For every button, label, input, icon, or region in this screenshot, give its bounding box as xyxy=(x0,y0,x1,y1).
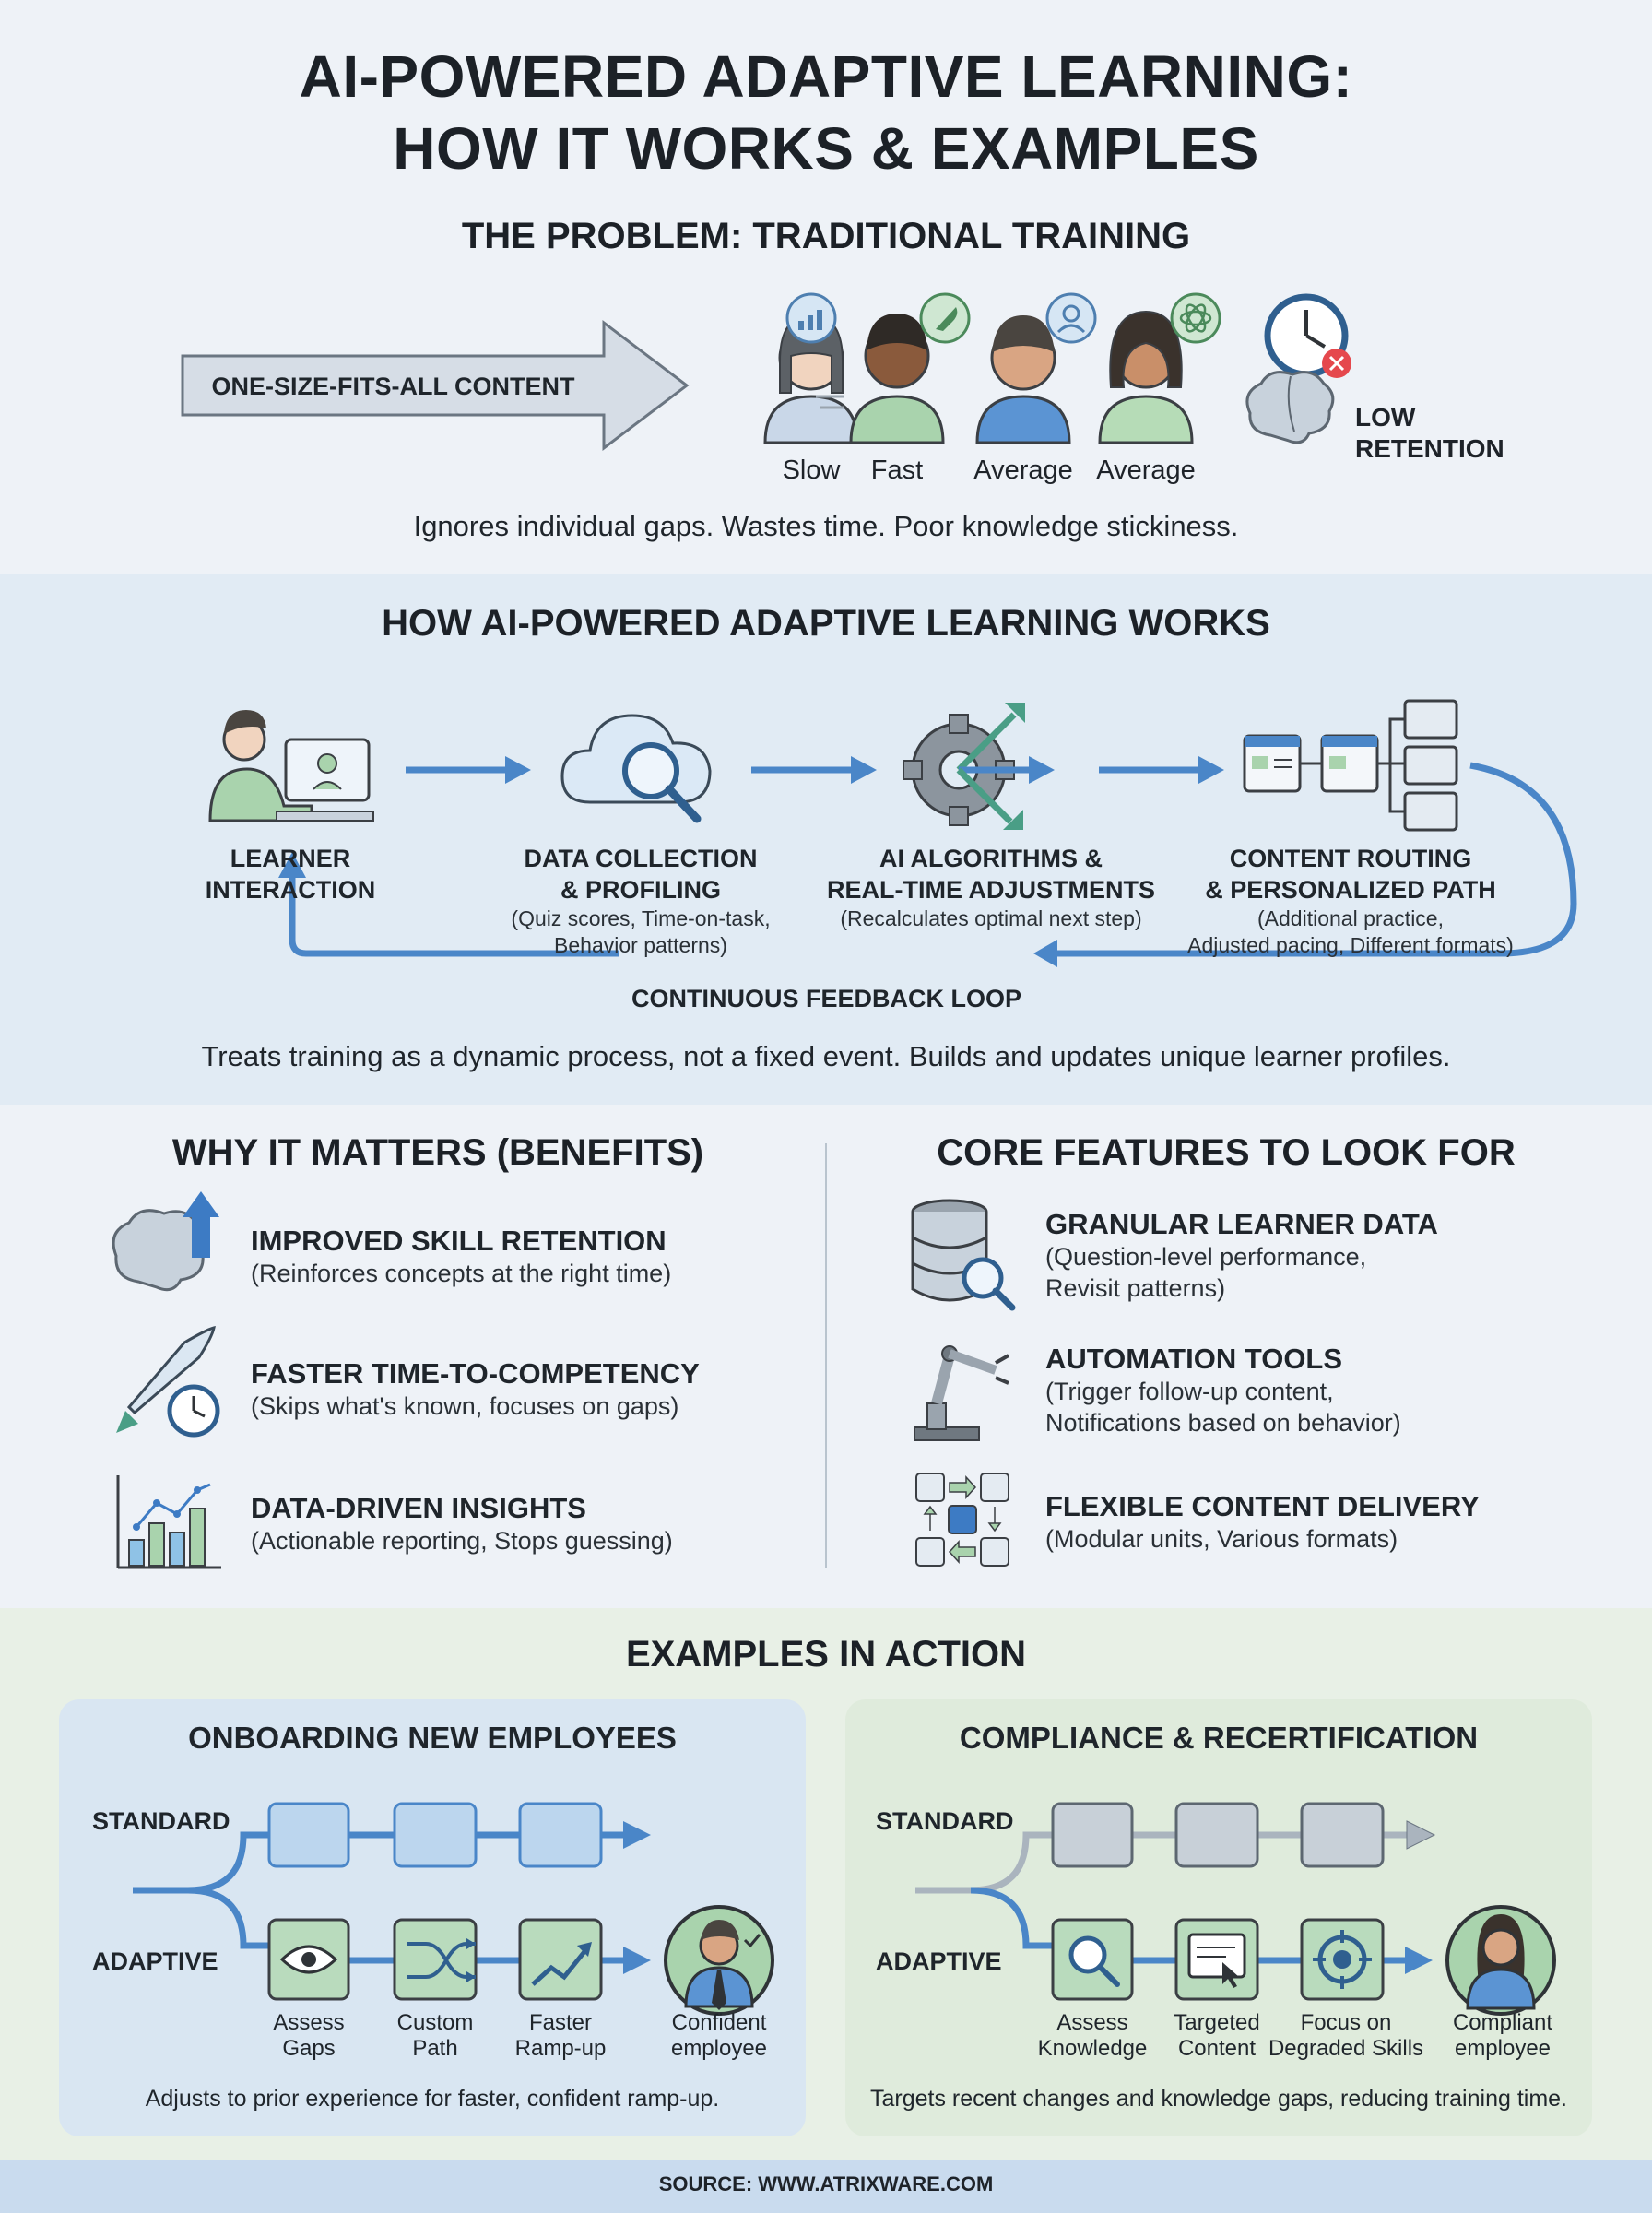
compliant-employee-avatar xyxy=(1446,1905,1556,2016)
step-ai-algorithms: AI ALGORITHMS & REAL-TIME ADJUSTMENTS (R… xyxy=(827,845,1155,930)
learner-average-avatar xyxy=(975,315,1071,444)
feature-item-granular-data: GRANULAR LEARNER DATA (Question-level pe… xyxy=(1045,1208,1438,1302)
onboarding-branch-lines xyxy=(133,1821,651,1974)
feature-item-flexible-delivery: FLEXIBLE CONTENT DELIVERY (Modular units… xyxy=(1045,1490,1480,1553)
chart-badge-icon xyxy=(785,292,837,344)
brain-up-arrow-icon xyxy=(112,1191,219,1292)
step-learner-interaction: LEARNER INTERACTION xyxy=(205,845,376,904)
compliance-branch-lines xyxy=(915,1820,1436,1974)
feedback-loop-arrow-icon xyxy=(278,762,1577,967)
how-heading: HOW AI-POWERED ADAPTIVE LEARNING WORKS xyxy=(382,603,1270,644)
learner-fast-avatar xyxy=(816,314,945,444)
footer-band xyxy=(0,2160,1652,2213)
flow-arrow-icon-2 xyxy=(751,756,877,784)
examples-heading: EXAMPLES IN ACTION xyxy=(625,1634,1027,1675)
benefits-heading: WHY IT MATTERS (BENEFITS) xyxy=(171,1132,704,1173)
modular-blocks-icon xyxy=(915,1473,1009,1567)
onboarding-adaptive-label: ADAPTIVE xyxy=(92,1947,218,1975)
feature-item-automation: AUTOMATION TOOLS (Trigger follow-up cont… xyxy=(1045,1343,1401,1437)
trend-up-icon xyxy=(518,1918,603,2001)
compliance-adaptive-label: ADAPTIVE xyxy=(876,1947,1002,1975)
compliance-title: COMPLIANCE & RECERTIFICATION xyxy=(959,1721,1479,1755)
learner-label-slow: Slow xyxy=(782,456,841,485)
robot-arm-icon xyxy=(914,1345,1009,1441)
bar-chart-icon xyxy=(116,1475,221,1569)
confident-employee-avatar xyxy=(664,1905,774,2016)
how-flow-diagram xyxy=(208,699,1577,967)
compliance-caption: Targets recent changes and knowledge gap… xyxy=(869,2086,1568,2112)
onboarding-card xyxy=(59,1699,806,2136)
learner-label-average-2: Average xyxy=(1096,456,1196,485)
column-divider xyxy=(825,1143,827,1568)
benefit-item-competency: FASTER TIME-TO-COMPETENCY (Skips what's … xyxy=(251,1357,700,1420)
content-routing-icon xyxy=(1243,699,1458,832)
flow-arrow-icon-3 xyxy=(1099,756,1224,784)
feedback-loop-label: CONTINUOUS FEEDBACK LOOP xyxy=(631,985,1021,1012)
rocket-badge-icon xyxy=(919,292,971,344)
features-heading: CORE FEATURES TO LOOK FOR xyxy=(937,1132,1516,1173)
targeted-content-icon xyxy=(1174,1918,1259,2001)
target-icon xyxy=(1300,1918,1385,2001)
gear-arrows-icon xyxy=(903,703,1055,830)
onboarding-outcome: Confident employee xyxy=(670,2010,768,2061)
user-badge-icon xyxy=(1045,292,1097,344)
source-credit: SOURCE: WWW.ATRIXWARE.COM xyxy=(658,2172,994,2195)
onboarding-standard-step-3 xyxy=(518,1802,603,1868)
database-search-icon xyxy=(911,1199,1016,1311)
onboarding-caption: Adjusts to prior experience for faster, … xyxy=(145,2086,720,2112)
shuffle-icon xyxy=(393,1918,478,2001)
onboarding-standard-step-1 xyxy=(267,1802,350,1868)
compliance-outcome: Compliant employee xyxy=(1452,2010,1553,2061)
compliance-step-assess: Assess Knowledge xyxy=(1037,2010,1148,2061)
problem-illustration xyxy=(181,292,1351,452)
benefit-feature-icons xyxy=(112,1191,1016,1569)
benefit-item-retention: IMPROVED SKILL RETENTION (Reinforces con… xyxy=(251,1225,672,1287)
page-title: AI-POWERED ADAPTIVE LEARNING: HOW IT WOR… xyxy=(299,43,1353,182)
onboarding-step-custom: Custom Path xyxy=(396,2010,474,2061)
one-size-arrow-label: ONE-SIZE-FITS-ALL CONTENT xyxy=(211,373,575,400)
atom-badge-icon xyxy=(1170,292,1221,344)
benefit-item-insights: DATA-DRIVEN INSIGHTS (Actionable reporti… xyxy=(251,1492,673,1555)
rocket-clock-icon xyxy=(116,1325,220,1438)
problem-heading: THE PROBLEM: TRADITIONAL TRAINING xyxy=(461,216,1191,256)
brain-icon xyxy=(1245,371,1335,444)
compliance-standard-step-1 xyxy=(1051,1802,1134,1868)
step-data-collection: DATA COLLECTION & PROFILING (Quiz scores… xyxy=(511,845,771,957)
flow-arrow-icon xyxy=(406,756,531,784)
learner-computer-icon xyxy=(208,710,374,822)
compliance-standard-step-3 xyxy=(1300,1802,1385,1868)
how-summary: Treats training as a dynamic process, no… xyxy=(201,1040,1451,1072)
problem-summary: Ignores individual gaps. Wastes time. Po… xyxy=(413,510,1239,542)
learner-label-average: Average xyxy=(974,456,1073,485)
step-content-routing: CONTENT ROUTING & PERSONALIZED PATH (Add… xyxy=(1187,845,1514,957)
compliance-step-targeted: Targeted Content xyxy=(1174,2010,1260,2061)
learner-label-fast: Fast xyxy=(870,456,924,485)
clock-alert-icon xyxy=(1264,293,1351,378)
onboarding-step-faster: Faster Ramp-up xyxy=(514,2010,607,2061)
compliance-standard-step-2 xyxy=(1174,1802,1259,1868)
compliance-step-focus: Focus on Degraded Skills xyxy=(1268,2010,1424,2061)
learner-labels: Slow Fast Average Average xyxy=(710,456,1226,492)
onboarding-standard-label: STANDARD xyxy=(92,1807,230,1835)
onboarding-standard-step-2 xyxy=(393,1802,478,1868)
how-band xyxy=(0,574,1652,1105)
onboarding-step-assess: Assess Gaps xyxy=(273,2010,345,2061)
examples-path-diagram xyxy=(133,1802,1556,2016)
one-size-arrow-icon xyxy=(181,319,690,452)
compliance-standard-label: STANDARD xyxy=(876,1807,1014,1835)
onboarding-title: ONBOARDING NEW EMPLOYEES xyxy=(188,1721,677,1755)
low-retention-label: LOW RETENTION xyxy=(1355,403,1504,463)
eye-icon xyxy=(267,1918,350,2001)
learner-average-avatar-2 xyxy=(1098,310,1194,444)
cloud-search-icon xyxy=(560,714,712,823)
magnifier-icon xyxy=(1051,1918,1134,2001)
